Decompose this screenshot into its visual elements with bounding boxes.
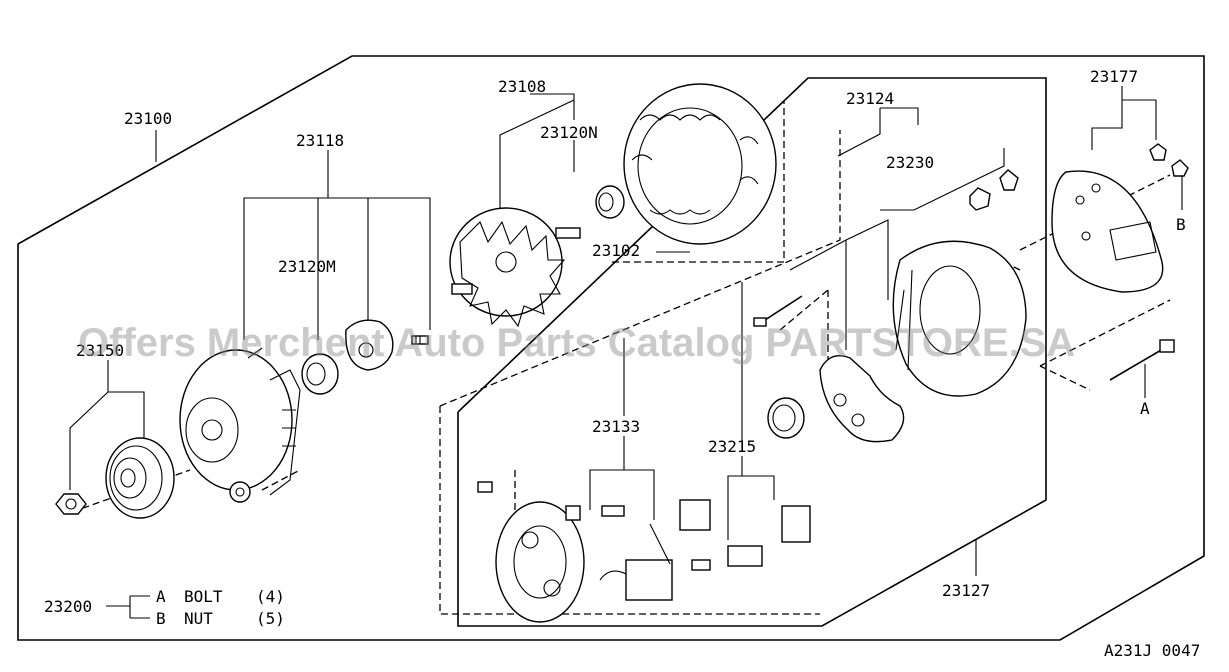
- seal-ring-part: [767, 397, 805, 439]
- label-23177: 23177: [1090, 67, 1138, 86]
- ref-label-b: B: [1176, 215, 1186, 234]
- label-23127: 23127: [942, 581, 990, 600]
- label-23124: 23124: [846, 89, 894, 108]
- legend-row-a-name: BOLT: [184, 587, 223, 606]
- rectifier-part: [819, 355, 905, 443]
- inner-assembly-panel: [457, 77, 1047, 627]
- watermark-text: Offers Merchent Auto Parts Catalog PARTS…: [78, 321, 1075, 365]
- regulator-part: [565, 499, 711, 601]
- legend-part-number: 23200: [44, 597, 92, 616]
- through-bolt-part: [753, 295, 803, 327]
- label-23102: 23102: [592, 241, 640, 260]
- retainer-screw-part: [411, 335, 429, 345]
- rear-plate-part: [477, 481, 585, 623]
- ref-label-a: A: [1140, 399, 1150, 418]
- rotor-part: [449, 207, 581, 328]
- label-23100: 23100: [124, 109, 172, 128]
- label-23133: 23133: [592, 417, 640, 436]
- bearing-retainer-part: [345, 319, 394, 371]
- label-23120n: 23120N: [540, 123, 598, 142]
- label-23150: 23150: [76, 341, 124, 360]
- label-23230: 23230: [886, 153, 934, 172]
- legend-row-a-qty: (4): [256, 587, 285, 606]
- legend-row-b-key: B: [156, 609, 166, 628]
- rear-bearing-part: [595, 185, 625, 219]
- front-bearing-part: [301, 353, 339, 395]
- label-23118: 23118: [296, 131, 344, 150]
- rear-cover-part: [1051, 143, 1189, 293]
- leader-lines: [69, 86, 1183, 619]
- label-23120m: 23120M: [278, 257, 336, 276]
- outer-frame: [17, 55, 1205, 641]
- stator-part: [623, 83, 777, 245]
- pulley-part: [105, 437, 175, 519]
- figure-code: A231J 0047: [1104, 641, 1200, 660]
- label-23215: 23215: [708, 437, 756, 456]
- pulley-nut-part: [55, 493, 87, 515]
- hardware-legend: 23200 A BOLT (4) B NUT (5): [44, 587, 285, 628]
- legend-row-b-qty: (5): [256, 609, 285, 628]
- front-housing-part: [179, 347, 301, 503]
- legend-row-b-name: NUT: [184, 609, 213, 628]
- label-23108: 23108: [498, 77, 546, 96]
- legend-row-a-key: A: [156, 587, 166, 606]
- dashed-guides: [71, 100, 1171, 615]
- brush-holder-part: [691, 505, 811, 571]
- rear-housing-part: [892, 169, 1027, 397]
- bolt-a-part: [1109, 339, 1175, 381]
- part-number-labels: 23100 23118 23108 23120N 23102 23124 232…: [76, 67, 1186, 600]
